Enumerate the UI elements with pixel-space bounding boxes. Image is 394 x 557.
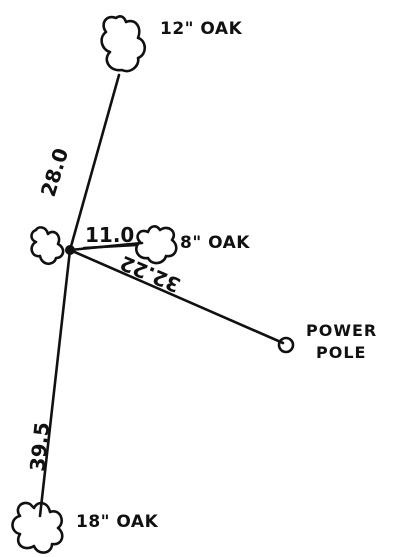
line-to-power-pole: [68, 248, 285, 345]
junction-point: [65, 245, 75, 255]
right-tree-icon: [135, 225, 178, 265]
distance-underline: [82, 243, 138, 250]
distance-to-right-tree: 11.0: [85, 223, 134, 247]
right-tree-label: 8" OAK: [180, 233, 250, 253]
bottom-tree-icon: [11, 501, 64, 554]
power-pole-label-line1: POWER: [306, 321, 377, 340]
power-pole-icon: [277, 336, 295, 354]
top-tree-icon: [100, 15, 147, 73]
top-tree-label: 12" OAK: [160, 19, 243, 39]
left-tree-icon: [30, 226, 65, 266]
line-to-top-tree: [68, 73, 121, 252]
distance-to-bottom-tree: 39.5: [25, 421, 54, 473]
line-to-bottom-tree: [38, 248, 72, 518]
power-pole-label-line2: POLE: [316, 343, 366, 362]
distance-to-power-pole: 32.22: [116, 251, 184, 298]
distance-to-top-tree: 28.0: [36, 145, 73, 199]
bottom-tree-label: 18" OAK: [76, 512, 159, 532]
